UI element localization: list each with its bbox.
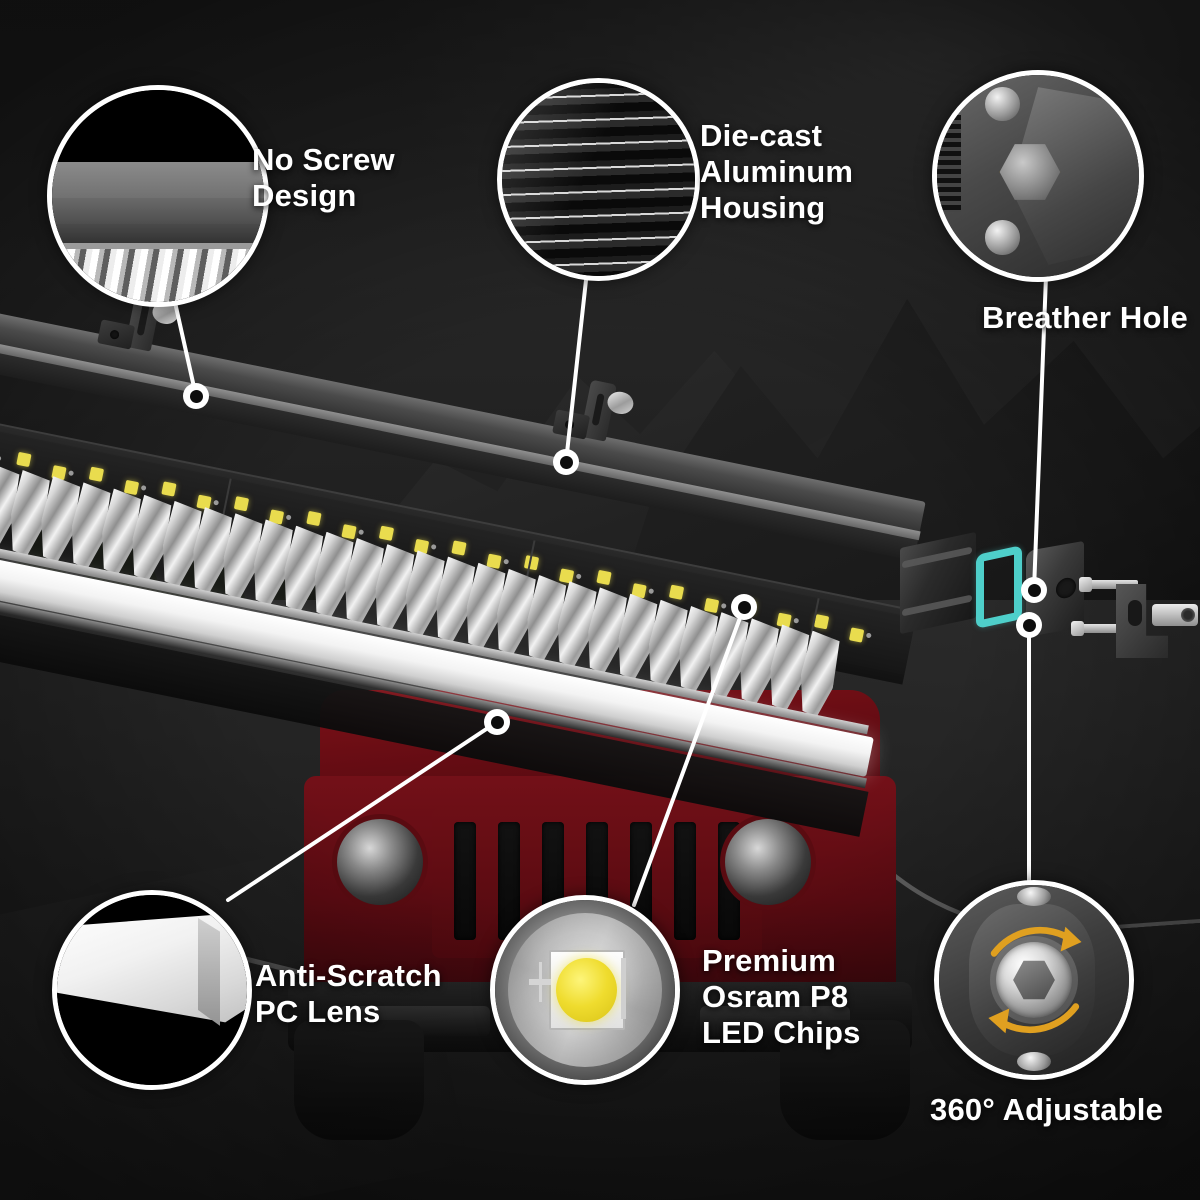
heat-sink-fins-art xyxy=(502,83,695,276)
led-chip xyxy=(161,481,177,497)
silicone-gasket xyxy=(976,545,1022,629)
led-chip xyxy=(88,466,105,482)
label-die-cast-housing: Die-cast Aluminum Housing xyxy=(700,118,854,225)
pcb-via xyxy=(430,543,437,550)
pcb-via xyxy=(140,484,147,491)
pcb-via xyxy=(575,573,582,580)
side-fins xyxy=(937,115,962,213)
anode-marker-icon xyxy=(529,960,551,1004)
label-360-adjustable: 360° Adjustable xyxy=(930,1092,1164,1127)
led-chip xyxy=(668,584,685,600)
rotation-arrows-icon xyxy=(988,926,1082,1034)
led-chip xyxy=(306,510,322,527)
callout-dot-die-cast xyxy=(553,449,579,475)
callout-dot-pc-lens xyxy=(484,709,510,735)
callout-bubble-breather-hole xyxy=(932,70,1144,282)
mounting-bolt-icon xyxy=(1152,604,1198,626)
led-chip xyxy=(233,496,250,512)
callout-dot-no-screw xyxy=(183,383,209,409)
screw-head xyxy=(1071,621,1084,636)
housing-seam-line xyxy=(52,242,264,249)
callout-bubble-anti-scratch-pc-lens xyxy=(52,890,252,1090)
pcb-via xyxy=(720,602,727,609)
mounting-bracket xyxy=(552,379,636,447)
housing-band xyxy=(52,198,264,224)
pcb-via xyxy=(793,617,800,624)
callout-bubble-no-screw-design xyxy=(47,85,269,307)
pcb-via xyxy=(358,529,365,536)
breather-hole-art xyxy=(937,75,1139,277)
led-chip xyxy=(813,614,830,630)
callout-bubble-360-adjustable xyxy=(934,880,1134,1080)
housing-band xyxy=(52,162,264,199)
cap-screw-icon xyxy=(1016,886,1052,906)
pcb-via xyxy=(503,558,510,565)
callout-dot-360 xyxy=(1016,612,1042,638)
callout-dot-breather xyxy=(1021,577,1047,603)
label-no-screw-design: No Screw Design xyxy=(252,142,395,213)
cap-screw-icon xyxy=(1016,1052,1052,1072)
no-screw-seam-art xyxy=(52,90,264,302)
label-breather-hole: Breather Hole xyxy=(982,300,1188,335)
exploded-mount-hardware xyxy=(900,528,1200,718)
pcb-via xyxy=(865,632,872,639)
callout-bubble-die-cast-aluminum-housing xyxy=(497,78,700,281)
grille-slot xyxy=(674,822,696,940)
cathode-marker-icon xyxy=(621,957,627,1019)
led-chip-art xyxy=(495,900,675,1080)
jeep-wheel xyxy=(294,1020,424,1140)
lens-panel xyxy=(57,914,247,1023)
led-chip xyxy=(16,451,32,468)
grille-slot xyxy=(454,822,476,940)
hex-screw-icon xyxy=(1079,577,1138,592)
pc-lens-panel-art xyxy=(57,895,247,1085)
led-chip xyxy=(378,525,395,541)
housing-band xyxy=(52,223,264,243)
callout-dot-osram xyxy=(731,594,757,620)
cap-screw-icon xyxy=(985,220,1020,255)
screw-head xyxy=(1079,577,1092,592)
led-die-icon xyxy=(556,957,618,1023)
callout-bubble-premium-osram-p8-led-chips xyxy=(490,895,680,1085)
cap-screw-icon xyxy=(985,87,1020,122)
pcb-via xyxy=(285,514,292,521)
pcb-via xyxy=(648,588,655,595)
pcb-via xyxy=(68,470,75,477)
adjustable-bolt-art xyxy=(939,885,1129,1075)
reflector-detail xyxy=(52,249,264,302)
led-light-bar xyxy=(0,289,990,837)
label-anti-scratch-lens: Anti-Scratch PC Lens xyxy=(255,958,442,1029)
headlamp-icon xyxy=(720,814,816,910)
pcb-via xyxy=(213,499,220,506)
headlamp-icon xyxy=(332,814,428,910)
led-chip xyxy=(451,540,467,556)
hex-screw-icon xyxy=(1071,621,1130,636)
fin-gloss xyxy=(502,83,695,276)
pcb-via xyxy=(0,455,2,462)
label-osram-led-chips: Premium Osram P8 LED Chips xyxy=(702,943,861,1050)
led-chip xyxy=(596,569,612,586)
lens-edge xyxy=(197,917,221,1027)
